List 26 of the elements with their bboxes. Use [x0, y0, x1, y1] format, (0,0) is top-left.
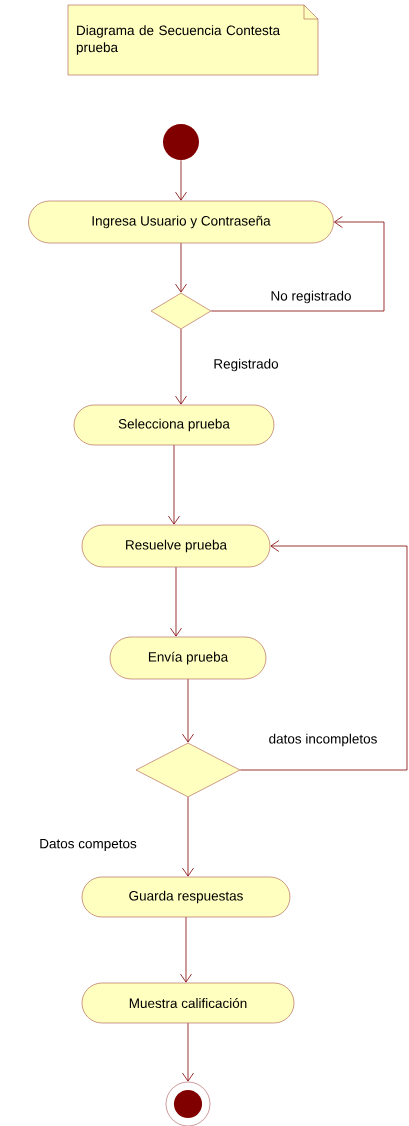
arrow — [180, 916, 192, 983]
arrow — [210, 216, 385, 312]
start-node — [163, 124, 199, 160]
arrow — [182, 678, 194, 743]
arrow — [175, 159, 187, 201]
action-box: Ingresa Usuario y Contraseña — [28, 200, 334, 244]
action-box: Selecciona prueba — [73, 404, 275, 446]
arrow — [175, 242, 187, 293]
edge-label: Datos competos — [38, 837, 138, 853]
action-box: Envía prueba — [109, 636, 267, 680]
action-box: Resuelve prueba — [81, 524, 271, 568]
end-node — [165, 1081, 211, 1126]
arrow — [182, 796, 194, 877]
arrow — [175, 328, 187, 405]
edge-label: No registrado — [269, 289, 353, 305]
action-box: Muestra calificación — [81, 982, 295, 1024]
arrow — [182, 1022, 194, 1082]
arrow — [168, 444, 180, 525]
note: Diagrama de Secuencia Contesta prueba — [67, 4, 319, 76]
decision-diamond — [150, 292, 212, 330]
arrow — [239, 540, 408, 771]
edge-label: datos incompletos — [267, 732, 379, 748]
decision-diamond — [135, 742, 241, 798]
edge-label: Registrado — [212, 357, 280, 373]
arrow — [170, 566, 182, 637]
action-box: Guarda respuestas — [81, 876, 291, 918]
